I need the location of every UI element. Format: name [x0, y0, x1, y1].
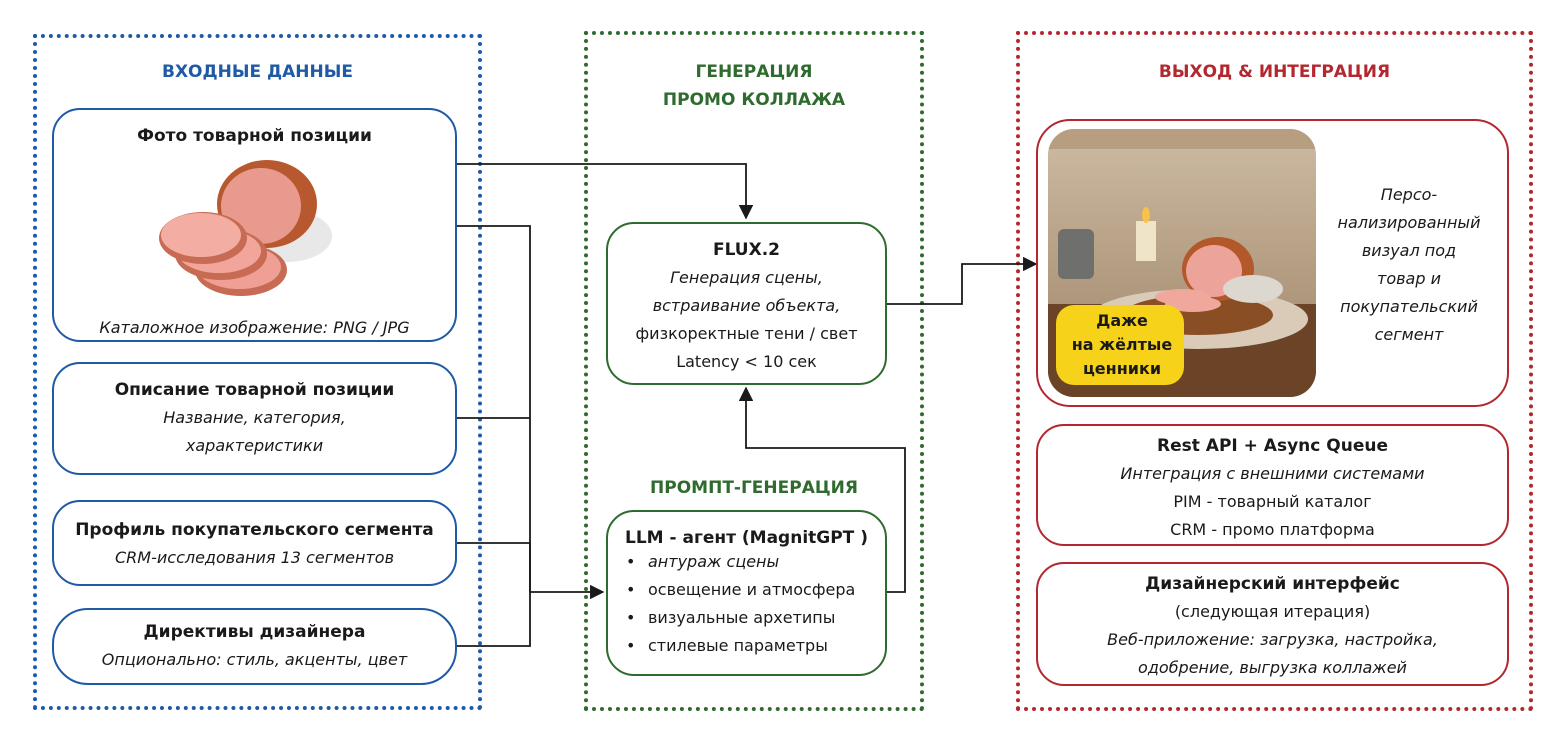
prompt-generation-title: ПРОМПТ-ГЕНЕРАЦИЯ	[650, 478, 858, 498]
wire-profile-to-bus	[457, 542, 531, 592]
description-line1: Название, категория,	[163, 408, 346, 427]
yellow-price-badge: Даже на жёлтые ценники	[1064, 309, 1180, 381]
visual-description: Персо- нализированный визуал под товар и…	[1320, 181, 1498, 349]
input-section-title: ВХОДНЫЕ ДАННЫЕ	[161, 62, 353, 82]
wire-directives-to-bus	[457, 592, 531, 647]
api-title: Rest API + Async Queue	[1157, 436, 1388, 456]
designer-line3: одобрение, выгрузка коллажей	[1138, 658, 1407, 677]
api-box: Rest API + Async Queue Интеграция с внеш…	[1036, 424, 1509, 546]
flux-line2: встраивание объекта,	[652, 296, 841, 315]
directives-title: Директивы дизайнера	[143, 622, 366, 642]
directives-box: Директивы дизайнера Опционально: стиль, …	[52, 608, 457, 685]
llm-bullet-4: •стилевые параметры	[626, 636, 828, 655]
flux-title: FLUX.2	[712, 240, 781, 260]
description-title: Описание товарной позиции	[114, 380, 395, 400]
photo-caption: Каталожное изображение: PNG / JPG	[99, 318, 410, 337]
badge-line2: на жёлтые	[1071, 335, 1173, 354]
api-line2: PIM - товарный каталог	[1173, 492, 1372, 511]
visual-text-line3: визуал под	[1361, 241, 1457, 260]
generation-section-title: ГЕНЕРАЦИЯ ПРОМО КОЛЛАЖА	[584, 58, 924, 114]
description-line2: характеристики	[185, 436, 324, 455]
profile-title: Профиль покупательского сегмента	[75, 520, 434, 540]
generation-section	[584, 31, 924, 711]
visual-text-line4: товар и	[1377, 269, 1441, 288]
badge-line3: ценники	[1082, 359, 1162, 378]
visual-text-line5: покупательский	[1340, 297, 1478, 316]
arrow-flux-to-output	[887, 256, 1038, 305]
arrow-photo-to-flux	[457, 163, 754, 220]
generation-title-line2: ПРОМО КОЛЛАЖА	[662, 90, 846, 110]
output-section-title: ВЫХОД & ИНТЕГРАЦИЯ	[1158, 62, 1391, 82]
llm-bullet-2: •освещение и атмосфера	[626, 580, 856, 599]
wire-photo-to-bus	[457, 225, 531, 592]
visual-text-line1: Персо-	[1380, 185, 1438, 204]
flux-line4: Latency < 10 сек	[676, 352, 817, 371]
designer-title: Дизайнерский интерфейс	[1145, 574, 1400, 594]
flux-box: FLUX.2 Генерация сцены, встраивание объе…	[606, 222, 887, 385]
visual-text-line2: нализированный	[1337, 213, 1481, 232]
designer-line2: Веб-приложение: загрузка, настройка,	[1107, 630, 1438, 649]
llm-bullet-1: •антураж сцены	[626, 552, 780, 571]
flux-line1: Генерация сцены,	[670, 268, 823, 287]
designer-box: Дизайнерский интерфейс (следующая итерац…	[1036, 562, 1509, 686]
ham-product-image	[159, 160, 332, 296]
description-box: Описание товарной позиции Название, кате…	[52, 362, 457, 475]
llm-bullet-3: •визуальные архетипы	[626, 608, 836, 627]
visual-box: Даже на жёлтые ценники Персо- нализирова…	[1036, 119, 1509, 407]
promo-collage-image	[1048, 129, 1316, 397]
profile-line1: CRM-исследования 13 сегментов	[115, 548, 394, 567]
input-section	[33, 34, 482, 710]
api-line3: CRM - промо платформа	[1170, 520, 1375, 539]
generation-title-line1: ГЕНЕРАЦИЯ	[695, 62, 813, 82]
visual-text-line6: сегмент	[1374, 325, 1444, 344]
badge-line1: Даже	[1096, 311, 1148, 330]
output-section	[1016, 31, 1533, 711]
photo-title: Фото товарной позиции	[137, 126, 372, 146]
api-line1: Интеграция с внешними системами	[1120, 464, 1425, 483]
photo-box: Фото товарной позиции Каталожное изображ…	[52, 108, 457, 342]
arrow-llm-to-flux	[738, 386, 906, 593]
llm-box: LLM - агент (MagnitGPT ) •антураж сцены …	[606, 510, 887, 676]
designer-line1: (следующая итерация)	[1174, 602, 1371, 621]
profile-box: Профиль покупательского сегмента CRM-исс…	[52, 500, 457, 586]
llm-title: LLM - агент (MagnitGPT )	[625, 528, 868, 548]
flux-line3: физкоректные тени / свет	[635, 324, 858, 343]
directives-line1: Опционально: стиль, акценты, цвет	[101, 650, 408, 669]
